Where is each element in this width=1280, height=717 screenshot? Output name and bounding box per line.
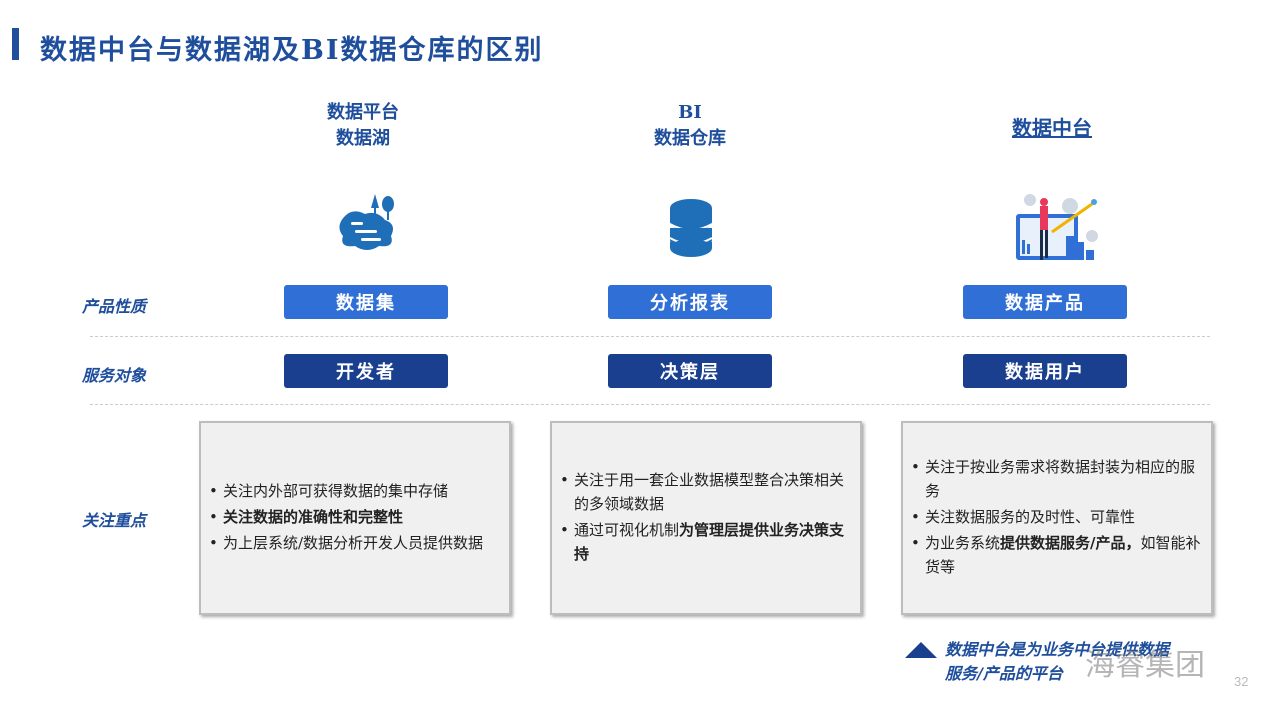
note-line: 服务/产品的平台: [945, 664, 1063, 683]
divider: [90, 336, 1210, 337]
page-title: 数据中台与数据湖及BI数据仓库的区别: [40, 35, 544, 66]
watermark: 海睿集团: [1085, 648, 1205, 683]
bullet: 关注数据的准确性和完整性: [207, 505, 499, 529]
service-target-data-lake: 开发者: [284, 354, 448, 388]
column-header-bi: BI 数据仓库: [590, 100, 790, 152]
bullet: 通过可视化机制为管理层提供业务决策支持: [558, 518, 850, 566]
product-nature-bi: 分析报表: [608, 285, 772, 319]
service-target-middle-platform: 数据用户: [963, 354, 1127, 388]
header-line: BI: [678, 102, 702, 123]
service-target-bi: 决策层: [608, 354, 772, 388]
bullet: 为业务系统提供数据服务/产品，如智能补货等: [909, 531, 1201, 579]
row-label-focus: 关注重点: [82, 511, 147, 530]
note-line: 数据中台是为业务中台提供数据: [945, 640, 1170, 659]
column-header-data-lake: 数据平台数据湖: [263, 100, 463, 152]
bullet: 关注数据服务的及时性、可靠性: [909, 505, 1201, 529]
triangle-icon: [905, 642, 937, 658]
focus-box-data-lake: 关注内外部可获得数据的集中存储 关注数据的准确性和完整性 为上层系统/数据分析开…: [199, 421, 511, 615]
bullet: 关注于按业务需求将数据封装为相应的服务: [909, 455, 1201, 503]
text: 如智能补货等: [925, 534, 1201, 576]
bold-text: 提供数据服务/产品，: [1000, 534, 1141, 552]
bullet: 为上层系统/数据分析开发人员提供数据: [207, 531, 499, 555]
bullet: 关注内外部可获得数据的集中存储: [207, 479, 499, 503]
bold-text: 为管理层提供业务决策支持: [574, 521, 845, 563]
bullet: 关注于用一套企业数据模型整合决策相关的多领域数据: [558, 468, 850, 516]
header-line: 数据仓库: [654, 128, 726, 149]
data-analytics-illustration-icon: [1016, 194, 1098, 260]
row-label-product-nature: 产品性质: [82, 297, 147, 316]
product-nature-middle-platform: 数据产品: [963, 285, 1127, 319]
focus-box-middle-platform: 关注于按业务需求将数据封装为相应的服务 关注数据服务的及时性、可靠性 为业务系统…: [901, 421, 1213, 615]
page-number: 32: [1234, 674, 1249, 689]
bold-text: 关注数据的准确性和完整性: [223, 508, 404, 526]
divider: [90, 404, 1210, 405]
footnote: 数据中台是为业务中台提供数据服务/产品的平台: [905, 638, 1169, 686]
column-header-data-middle-platform: 数据中台: [1012, 116, 1092, 140]
product-nature-data-lake: 数据集: [284, 285, 448, 319]
focus-box-bi: 关注于用一套企业数据模型整合决策相关的多领域数据 通过可视化机制为管理层提供业务…: [550, 421, 862, 615]
header-line: 数据湖: [336, 128, 390, 149]
row-label-service-target: 服务对象: [82, 366, 147, 385]
header-line: 数据平台: [327, 102, 399, 123]
title-accent-bar: [12, 28, 19, 60]
text: 为业务系统: [925, 534, 1001, 552]
text: 通过可视化机制: [574, 521, 680, 539]
database-icon: [669, 199, 713, 257]
data-lake-icon: [339, 194, 394, 250]
